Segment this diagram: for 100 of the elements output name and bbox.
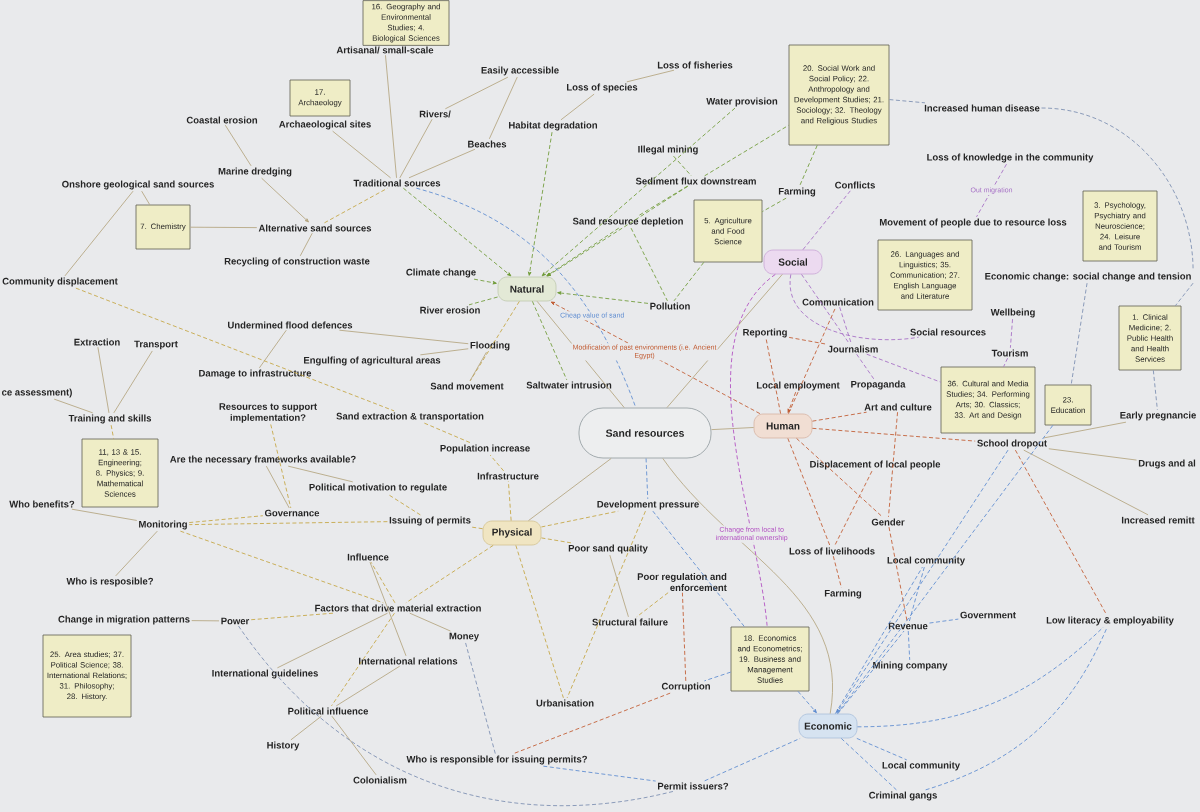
- connector: [331, 715, 377, 776]
- topic-label: Onshore geological sand sources: [62, 180, 214, 190]
- connector: [626, 69, 675, 83]
- connector: [512, 692, 671, 755]
- connector: [673, 155, 692, 177]
- topic-label: Change in migration patterns: [58, 615, 190, 625]
- connector: [53, 398, 94, 414]
- topic-label: Poor sand quality: [568, 544, 648, 554]
- topic-label: Damage to infrastructure: [199, 369, 312, 379]
- connector: [468, 296, 499, 306]
- connector: [287, 465, 354, 483]
- connector: [276, 612, 388, 669]
- connector: [704, 738, 801, 782]
- arrow: [541, 107, 736, 277]
- connector: [630, 227, 668, 302]
- connector: [423, 422, 472, 444]
- topic-label: Communication: [802, 298, 874, 306]
- topic-label: Colonialism: [353, 776, 407, 784]
- topic-label: Rivers/: [419, 110, 451, 118]
- connector: [839, 306, 852, 345]
- topic-label: Sand movement: [430, 382, 504, 390]
- topic-label: Structural failure: [592, 618, 668, 626]
- connector: [369, 561, 407, 657]
- topic-label: Governance: [264, 509, 320, 517]
- connector: [857, 626, 1104, 728]
- connector: [469, 351, 487, 382]
- connector: [270, 424, 292, 509]
- topic-label: Extraction: [74, 338, 120, 346]
- topic-label: Loss of species: [567, 83, 638, 93]
- topic-label: Illegal mining: [638, 145, 698, 155]
- connector: [560, 93, 595, 121]
- connector: [662, 458, 833, 715]
- connector: [812, 427, 976, 442]
- connector: [189, 226, 258, 229]
- topic-label: Archaeological sites: [279, 120, 371, 130]
- arrow: [528, 131, 553, 276]
- connector: [415, 187, 637, 408]
- connector: [1152, 370, 1158, 411]
- topic-label: Traditional sources: [353, 179, 441, 187]
- category-pill: Social: [763, 249, 823, 275]
- topic-label: Economic change: social change and tension: [985, 272, 1191, 282]
- connector: [188, 521, 388, 526]
- topic-label: Art and culture: [864, 403, 932, 411]
- connector: [856, 738, 908, 761]
- topic-label: Loss of livelihoods: [789, 547, 875, 555]
- connector: [673, 261, 705, 302]
- connector: [762, 197, 787, 212]
- arrow: [836, 449, 1009, 714]
- topic-label: Permit issuers?: [658, 782, 729, 790]
- arrow: [787, 391, 797, 413]
- connector: [789, 274, 919, 341]
- topic-label: Are the necessary frameworks available?: [170, 455, 356, 465]
- connector: [332, 130, 391, 179]
- topic-label: Community displacement: [2, 277, 118, 287]
- connector: [1070, 282, 1088, 386]
- topic-label: Sediment flux downstream: [635, 177, 756, 185]
- connector: [542, 765, 657, 782]
- topic-label: Flooding: [470, 341, 510, 351]
- category-pill: Physical: [482, 520, 542, 546]
- arrow: [546, 185, 689, 277]
- topic-label: Propaganda: [851, 380, 906, 390]
- connector: [703, 671, 732, 682]
- topic-label: Local community: [887, 556, 965, 566]
- topic-label: Habitat degradation: [509, 121, 597, 131]
- connector: [866, 353, 942, 383]
- connector: [802, 189, 852, 251]
- topic-label: Population increase: [440, 444, 530, 454]
- topic-label: Farming: [824, 589, 862, 599]
- connector: [399, 118, 433, 179]
- topic-label: Early pregnancie: [1120, 411, 1196, 421]
- connector: [141, 190, 151, 206]
- connector: [788, 336, 827, 345]
- connector: [566, 510, 646, 699]
- topic-label: Gender: [871, 518, 905, 526]
- topic-label: Beaches: [468, 140, 507, 148]
- topic-label: Revenue: [888, 622, 928, 630]
- topic-label: Local community: [882, 761, 960, 771]
- topic-label: Easily accessible: [481, 66, 559, 76]
- topic-label: Urbanisation: [536, 699, 594, 707]
- connector: [408, 148, 476, 179]
- connector: [338, 329, 469, 345]
- connector: [840, 738, 897, 791]
- arrow: [557, 291, 649, 304]
- connector: [682, 592, 687, 682]
- connector: [976, 163, 1007, 218]
- connector: [908, 566, 925, 622]
- connector: [837, 630, 905, 715]
- connector: [115, 530, 158, 577]
- topic-label: Marine dredging: [218, 167, 292, 177]
- topic-label: Wellbeing: [990, 308, 1035, 318]
- connector: [1175, 282, 1194, 307]
- connector: [711, 427, 755, 431]
- topic-label: Increased human disease: [924, 104, 1040, 112]
- connector: [925, 626, 1108, 791]
- connector: [188, 515, 264, 523]
- connector: [528, 458, 612, 522]
- topic-label: Sand resource depletion: [572, 217, 683, 227]
- category-pill: Economic: [798, 713, 858, 739]
- connector: [97, 346, 110, 414]
- connector: [801, 274, 850, 345]
